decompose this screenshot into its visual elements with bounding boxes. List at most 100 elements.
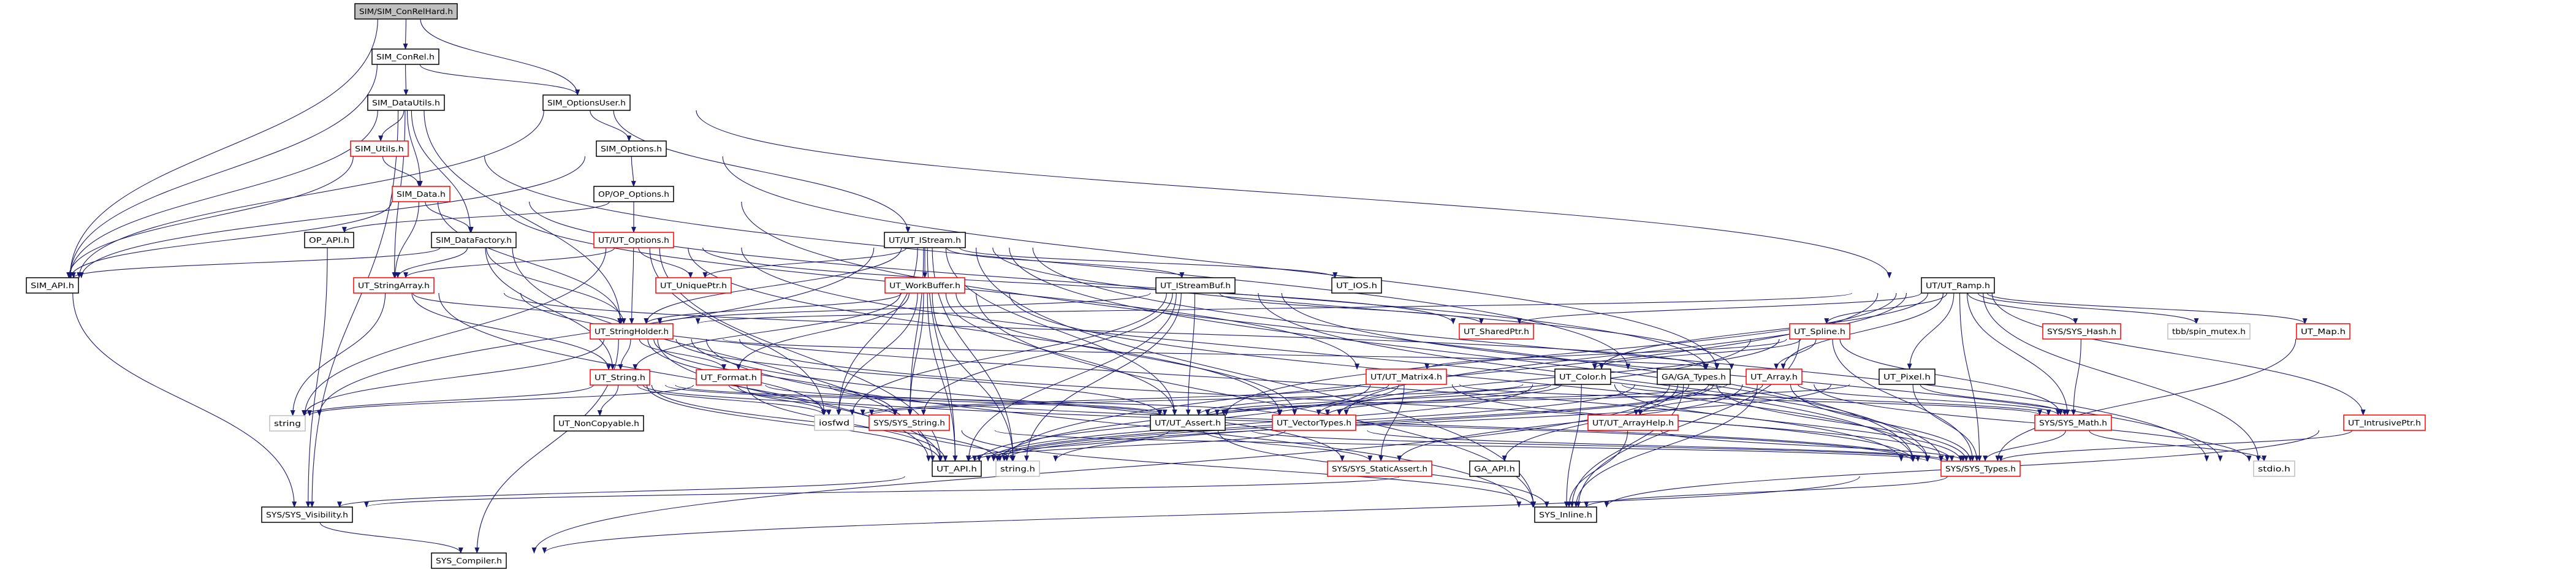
node-box [1150,414,1226,431]
edge-istream-to-stdio [1032,247,2209,462]
node-simapi[interactable]: SIM_API.h [26,277,79,294]
node-sysmath[interactable]: SYS/SYS_Math.h [2034,414,2112,431]
edge-utoptions-to-stringholder [629,247,634,324]
node-root[interactable]: SIM/SIM_ConRelHard.h [354,3,458,20]
node-ramp[interactable]: UT/UT_Ramp.h [1921,277,1995,294]
node-noncopyable[interactable]: UT_NonCopyable.h [553,415,644,432]
node-stringh[interactable]: string.h [995,460,1040,477]
edge-workbuffer-to-format [736,292,910,370]
node-color[interactable]: UT_Color.h [1554,368,1611,385]
edge-datafactory-to-stringarray [395,247,468,278]
node-staticassert[interactable]: SYS/SYS_StaticAssert.h [1327,460,1432,477]
node-map[interactable]: UT_Map.h [2296,323,2350,340]
node-spinmutex[interactable]: tbb/spin_mutex.h [2167,323,2251,340]
node-datafactory[interactable]: SIM_DataFactory.h [431,232,517,248]
node-inline[interactable]: SYS_Inline.h [1534,506,1597,523]
edge-istream-to-array [992,247,1734,370]
node-options[interactable]: SIM_Options.h [596,140,667,157]
node-pixel[interactable]: UT_Pixel.h [1879,368,1936,385]
node-arrayhelp[interactable]: UT/UT_ArrayHelp.h [1587,414,1679,431]
edge-array-to-systypes [1790,384,1973,462]
node-utstring[interactable]: UT_String.h [590,369,650,386]
edge-stringholder-to-stdstring [302,338,605,416]
edge-utoptions-to-stdstring [302,247,607,416]
node-box [596,140,667,157]
node-stringarray[interactable]: UT_StringArray.h [353,277,435,294]
node-label: SYS/SYS_Visibility.h [266,511,348,519]
node-optionsuser[interactable]: SIM_OptionsUser.h [542,94,631,111]
edge-pixel-to-sysmath [1920,384,2067,416]
edge-utils-to-data [382,156,422,187]
edge-datautils-to-stringholder [424,110,623,324]
node-utapi[interactable]: UT_API.h [932,460,982,477]
node-label: SIM_Options.h [601,145,662,153]
node-istream[interactable]: UT/UT_IStream.h [884,232,966,248]
node-array[interactable]: UT_Array.h [1746,368,1803,385]
edge-visibility-to-compiler [319,522,463,554]
edge-color-to-assert [1205,384,1552,416]
edge-array-to-sysmath [1797,384,2061,416]
node-label: UT_UniquePtr.h [660,281,727,290]
node-label: SIM_Data.h [397,190,446,199]
node-format[interactable]: UT_Format.h [696,369,762,386]
node-assert[interactable]: UT/UT_Assert.h [1150,414,1226,431]
node-label: UT/UT_IStream.h [889,236,961,245]
edge-assert-to-staticassert [1203,430,1373,462]
node-data[interactable]: SIM_Data.h [392,186,450,202]
edge-workbuffer-to-utapi [927,292,958,462]
node-systypes[interactable]: SYS/SYS_Types.h [1940,460,2021,477]
node-opapi[interactable]: OP_API.h [304,232,354,248]
edges-layer [66,18,2366,554]
edge-istream-to-sysstring [907,247,924,416]
node-sharedptr[interactable]: UT_SharedPtr.h [1459,323,1534,340]
node-iosfwd[interactable]: iosfwd [814,414,854,431]
node-datautils[interactable]: SIM_DataUtils.h [367,94,445,111]
node-box [593,232,674,248]
edge-datautils-to-datafactory [411,110,473,233]
node-utils[interactable]: SIM_Utils.h [350,140,409,157]
edge-workbuffer-to-assert [945,292,1177,416]
node-compiler[interactable]: SYS_Compiler.h [431,552,507,569]
node-intrusive[interactable]: UT_IntrusivePtr.h [2343,414,2426,431]
node-matrix4[interactable]: UT/UT_Matrix4.h [1366,368,1447,385]
node-syshash[interactable]: SYS/SYS_Hash.h [2042,323,2121,340]
edge-array-to-stdio [1814,384,2252,462]
node-stdio[interactable]: stdio.h [2253,460,2295,477]
edge-optionsuser-to-options [590,110,632,142]
edge-istream-to-istreambuf [946,247,1185,278]
node-conrel[interactable]: SIM_ConRel.h [371,48,439,65]
edge-matrix4-to-vectortypes [1316,384,1400,416]
node-label: SIM_DataUtils.h [372,99,440,107]
node-stdstring[interactable]: string [269,415,306,432]
node-sysstring[interactable]: SYS/SYS_String.h [868,414,950,431]
node-box [932,460,982,477]
node-label: UT_WorkBuffer.h [889,281,960,290]
edge-datautils-to-utils [378,110,405,142]
node-istreambuf[interactable]: UT_IStreamBuf.h [1155,277,1236,294]
edge-gaapi-to-visibility [364,476,1400,508]
node-visibility[interactable]: SYS/SYS_Visibility.h [261,506,353,523]
node-workbuffer[interactable]: UT_WorkBuffer.h [884,277,965,294]
node-gaapi[interactable]: GA_API.h [1469,460,1520,477]
edge-ramp-to-vectortypes [1343,292,1907,416]
node-label: GA/GA_Types.h [1662,373,1726,381]
edge-options-to-array [722,156,1720,370]
node-ios[interactable]: UT_IOS.h [1331,277,1382,294]
edge-data-to-datafactory [425,201,474,233]
node-vectortypes[interactable]: UT_VectorTypes.h [1272,414,1356,431]
edge-options-to-simapi [78,156,585,278]
edge-istreambuf-to-sysstring [921,292,1173,416]
node-box [995,460,1040,477]
node-label: UT_Pixel.h [1883,373,1931,381]
node-stringholder[interactable]: UT_StringHolder.h [590,323,674,340]
edge-stringholder-to-utstring [618,338,631,370]
node-box [353,277,435,294]
node-gatypes[interactable]: GA/GA_Types.h [1657,368,1731,385]
node-opoptions[interactable]: OP/OP_Options.h [593,186,674,202]
node-uniqueptr[interactable]: UT_UniquePtr.h [655,277,732,294]
edge-ramp-to-pixel [1907,292,1955,370]
node-spline[interactable]: UT_Spline.h [1789,323,1850,340]
node-utoptions[interactable]: UT/UT_Options.h [593,232,674,248]
edge-utoptions-to-stringarray [403,247,615,278]
node-label: UT_IntrusivePtr.h [2348,419,2421,427]
